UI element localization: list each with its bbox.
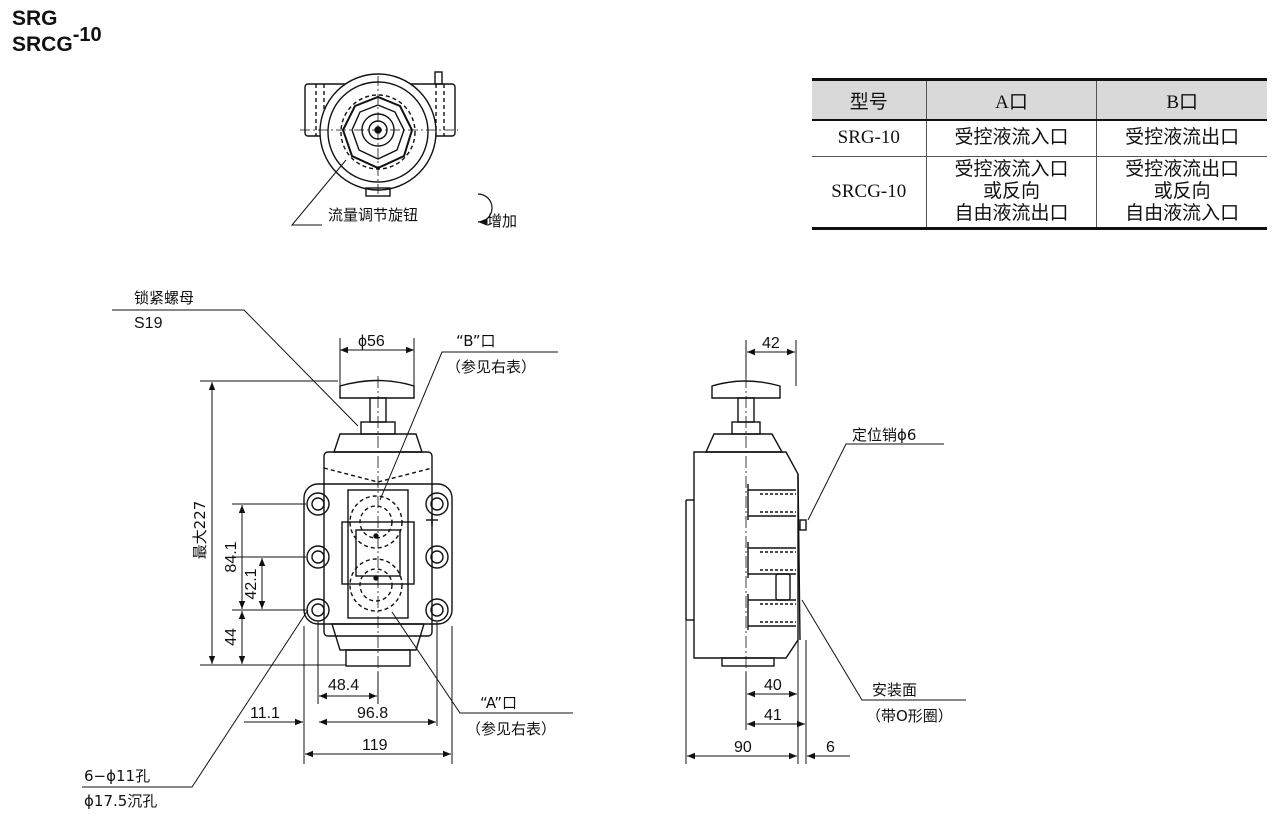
model-srcg: SRCG [12, 33, 73, 56]
increase-label: 增加 [487, 212, 517, 230]
top-view [290, 71, 493, 226]
model-srg: SRG [12, 7, 58, 30]
side-dim-6: 6 [826, 739, 835, 756]
cell-model: SRCG-10 [812, 155, 927, 228]
a-port-ref: （参见右表） [466, 720, 556, 738]
front-dimensions [200, 338, 453, 764]
dim-48-4: 48.4 [328, 677, 359, 694]
knob-label: 流量调节旋钮 [328, 206, 418, 224]
dim-96-8: 96.8 [357, 705, 388, 722]
counterbore-label: ϕ17.5沉孔 [84, 792, 157, 810]
cell-b-port: 受控液流出口 或反向 自由液流入口 [1096, 155, 1267, 228]
model-title: SRG SRCG-10 [12, 6, 102, 58]
front-view [82, 309, 573, 788]
pin-label: 定位销ϕ6 [852, 426, 916, 444]
dim-119: 119 [362, 737, 388, 754]
side-dim-42: 42 [762, 335, 780, 352]
dia56-label: ϕ56 [358, 333, 385, 350]
table-row: SRCG-10 受控液流入口 或反向 自由液流出口 受控液流出口 或反向 自由液… [812, 155, 1267, 228]
cell-model: SRG-10 [812, 119, 927, 156]
locknut-label: 锁紧螺母 [134, 289, 194, 307]
header-b-port: B口 [1096, 79, 1267, 121]
locknut-size: S19 [134, 315, 163, 332]
port-table-header: 型号 A口 B口 [812, 79, 1267, 121]
cell-a-port: 受控液流入口 [925, 119, 1097, 156]
side-dim-90: 90 [734, 739, 752, 756]
cell-b-port: 受控液流出口 [1096, 119, 1267, 156]
header-model: 型号 [812, 79, 927, 121]
side-dimensions [685, 340, 850, 764]
side-dim-40: 40 [764, 677, 782, 694]
port-table: 型号 A口 B口 SRG-10 受控液流入口 受控液流出口 SRCG-10 受控… [812, 78, 1267, 230]
cell-a-port: 受控液流入口 或反向 自由液流出口 [925, 155, 1097, 228]
side-dim-41: 41 [764, 707, 782, 724]
model-suffix: -10 [72, 24, 102, 46]
holes-label: 6−ϕ11孔 [84, 767, 150, 785]
b-port-label: “B”口 [456, 332, 496, 350]
header-a-port: A口 [925, 79, 1097, 121]
mount-face-label: 安装面 [872, 681, 917, 699]
dim-42-1: 42.1 [243, 568, 260, 599]
dim-11-1: 11.1 [250, 705, 280, 722]
side-view [685, 376, 966, 701]
table-row: SRG-10 受控液流入口 受控液流出口 [812, 119, 1267, 156]
a-port-label: “A”口 [480, 694, 517, 712]
max-height-label: 最大227 [191, 501, 209, 560]
dim-44: 44 [223, 628, 240, 646]
b-port-ref: （参见右表） [446, 358, 536, 376]
oring-label: （带O形圈） [866, 707, 953, 725]
dim-84-1: 84.1 [223, 541, 240, 572]
